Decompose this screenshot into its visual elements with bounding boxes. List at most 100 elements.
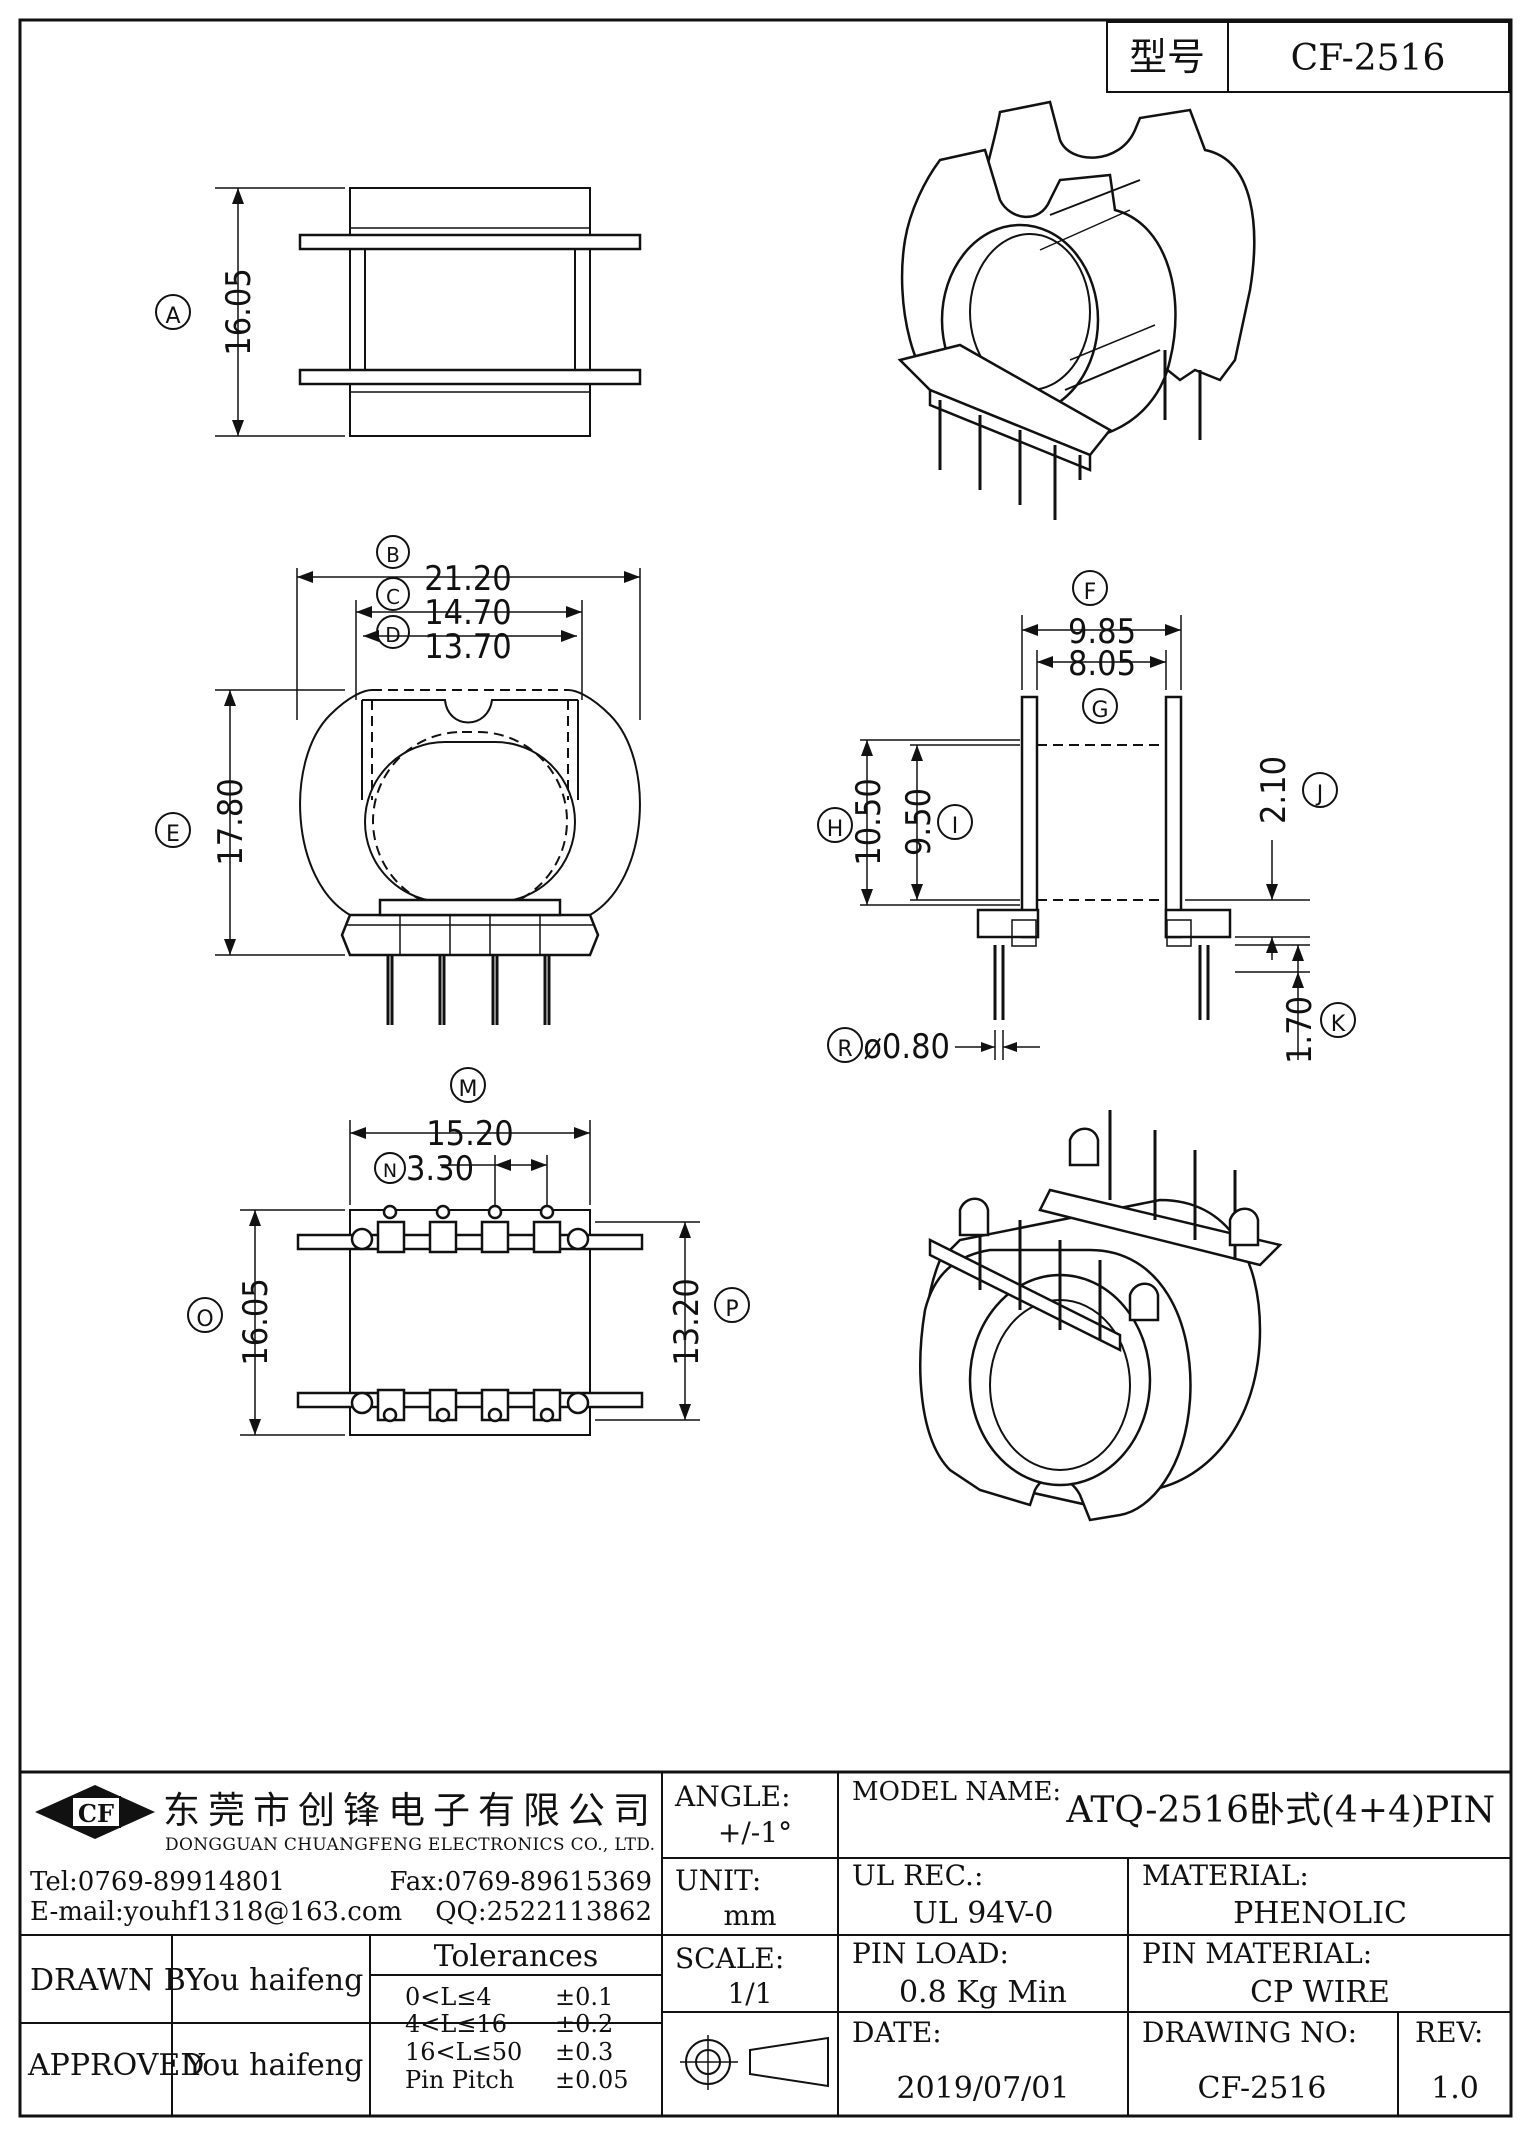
svg-text:G: G — [1091, 698, 1108, 723]
balloon-H: H — [817, 807, 853, 843]
tol-range-2: 16<L≤50 — [405, 2038, 522, 2066]
balloon-J: J — [1302, 772, 1338, 808]
balloon-A: A — [155, 294, 191, 330]
balloon-B: B — [376, 535, 410, 569]
svg-text:D: D — [385, 623, 400, 647]
sheet-border — [18, 18, 1513, 2118]
iso-view-bottom — [919, 1110, 1283, 1522]
svg-text:M: M — [459, 1077, 478, 1102]
balloon-M: M — [450, 1067, 486, 1103]
unit-value: mm — [723, 1899, 776, 1932]
dim-O-value: 16.05 — [236, 1278, 276, 1366]
ul-value: UL 94V-0 — [912, 1896, 1053, 1931]
model-label: 型号 — [1129, 35, 1205, 79]
bottom-view — [240, 1120, 700, 1436]
balloon-G: G — [1082, 688, 1118, 724]
approved-label: APPROVED — [27, 2048, 204, 2083]
dim-R-value: ø0.80 — [863, 1027, 950, 1067]
svg-text:B: B — [386, 543, 400, 567]
balloon-N: N — [374, 1152, 406, 1184]
drawing-no-label: DRAWING NO: — [1142, 2016, 1357, 2049]
tol-value-3: ±0.05 — [555, 2066, 629, 2094]
balloon-I: I — [937, 804, 973, 840]
date-label: DATE: — [852, 2016, 942, 2049]
svg-text:A: A — [165, 304, 180, 329]
balloon-O: O — [187, 1297, 223, 1333]
title-block: CF 东莞市创锋电子有限公司 DONGGUAN CHUANGFENG ELECT… — [20, 1770, 1511, 2116]
svg-text:O: O — [196, 1307, 213, 1332]
tol-range-0: 0<L≤4 — [405, 1983, 492, 2011]
dim-A-value: 16.05 — [219, 268, 259, 356]
dim-I-value: 9.50 — [899, 788, 939, 856]
qq: QQ:2522113862 — [435, 1897, 652, 1927]
dim-D-value: 13.70 — [424, 627, 512, 667]
balloon-R: R — [827, 1027, 863, 1063]
ul-label: UL REC.: — [852, 1859, 983, 1892]
company-name-en: DONGGUAN CHUANGFENG ELECTRONICS CO., LTD… — [165, 1835, 655, 1855]
balloon-D: D — [376, 615, 410, 649]
drawing-no-value: CF-2516 — [1198, 2071, 1327, 2106]
svg-text:J: J — [1315, 782, 1324, 807]
tol-value-1: ±0.2 — [555, 2010, 613, 2038]
angle-label: ANGLE: — [674, 1780, 791, 1813]
balloon-K: K — [1320, 1002, 1356, 1038]
tol-range-3: Pin Pitch — [405, 2066, 514, 2094]
tolerances-title: Tolerances — [434, 1939, 599, 1974]
model-value: CF-2516 — [1291, 38, 1446, 79]
unit-label: UNIT: — [675, 1864, 761, 1897]
top-view — [215, 187, 642, 437]
rev-value: 1.0 — [1431, 2071, 1479, 2106]
pin-load-value: 0.8 Kg Min — [899, 1975, 1067, 2010]
rev-label: REV: — [1415, 2016, 1483, 2049]
dim-B-value: 21.20 — [424, 559, 512, 599]
svg-text:C: C — [386, 585, 400, 609]
drawn-by-value: You haifeng — [184, 1963, 363, 1998]
scale-value: 1/1 — [727, 1977, 772, 2010]
svg-text:R: R — [837, 1037, 852, 1062]
dim-F2-value: 8.05 — [1068, 644, 1136, 684]
approved-value: You haifeng — [184, 2048, 363, 2083]
dim-H-value: 10.50 — [849, 778, 889, 866]
scale-label: SCALE: — [675, 1942, 784, 1975]
material-label: MATERIAL: — [1142, 1859, 1309, 1892]
iso-view-top — [897, 100, 1256, 520]
tol-value-0: ±0.1 — [555, 1983, 613, 2011]
model-header-box: 型号 CF-2516 — [1106, 21, 1510, 93]
projection-symbol-icon — [680, 2035, 829, 2090]
dim-K-value: 1.70 — [1280, 996, 1320, 1064]
svg-text:N: N — [383, 1160, 397, 1182]
front-view — [215, 568, 641, 1025]
pin-load-label: PIN LOAD: — [852, 1937, 1009, 1970]
dim-J-value: 2.10 — [1254, 756, 1294, 824]
dim-F-value: 9.85 — [1068, 612, 1136, 652]
tel: Tel:0769-89914801 — [30, 1867, 285, 1897]
drawn-by-label: DRAWN BY — [30, 1963, 206, 1998]
dim-C-value: 14.70 — [424, 593, 512, 633]
tol-value-2: ±0.3 — [555, 2038, 613, 2066]
pin-material-label: PIN MATERIAL: — [1142, 1937, 1372, 1970]
svg-text:P: P — [725, 1297, 738, 1322]
svg-text:I: I — [952, 814, 959, 839]
svg-text:F: F — [1084, 580, 1097, 605]
company-logo: CF — [35, 1785, 155, 1839]
svg-text:K: K — [1331, 1012, 1346, 1037]
dim-M-value: 15.20 — [426, 1114, 514, 1154]
pin-material-value: CP WIRE — [1250, 1975, 1390, 2010]
side-view — [860, 615, 1310, 1060]
dim-P-value: 13.20 — [667, 1278, 707, 1366]
material-value: PHENOLIC — [1233, 1896, 1407, 1931]
tol-range-1: 4<L≤16 — [405, 2010, 507, 2038]
balloon-P: P — [714, 1287, 750, 1323]
model-name-value: ATQ-2516卧式(4+4)PIN — [1065, 1790, 1495, 1831]
company-name-cn: 东莞市创锋电子有限公司 — [163, 1789, 650, 1832]
dim-E-value: 17.80 — [211, 778, 251, 866]
model-name-label: MODEL NAME: — [852, 1777, 1061, 1807]
svg-text:CF: CF — [78, 1799, 114, 1828]
angle-value: +/-1° — [718, 1816, 792, 1849]
svg-text:H: H — [827, 817, 844, 842]
dim-N-value: 3.30 — [406, 1149, 474, 1189]
fax: Fax:0769-89615369 — [390, 1867, 653, 1897]
balloon-F: F — [1072, 570, 1108, 606]
date-value: 2019/07/01 — [897, 2071, 1070, 2106]
